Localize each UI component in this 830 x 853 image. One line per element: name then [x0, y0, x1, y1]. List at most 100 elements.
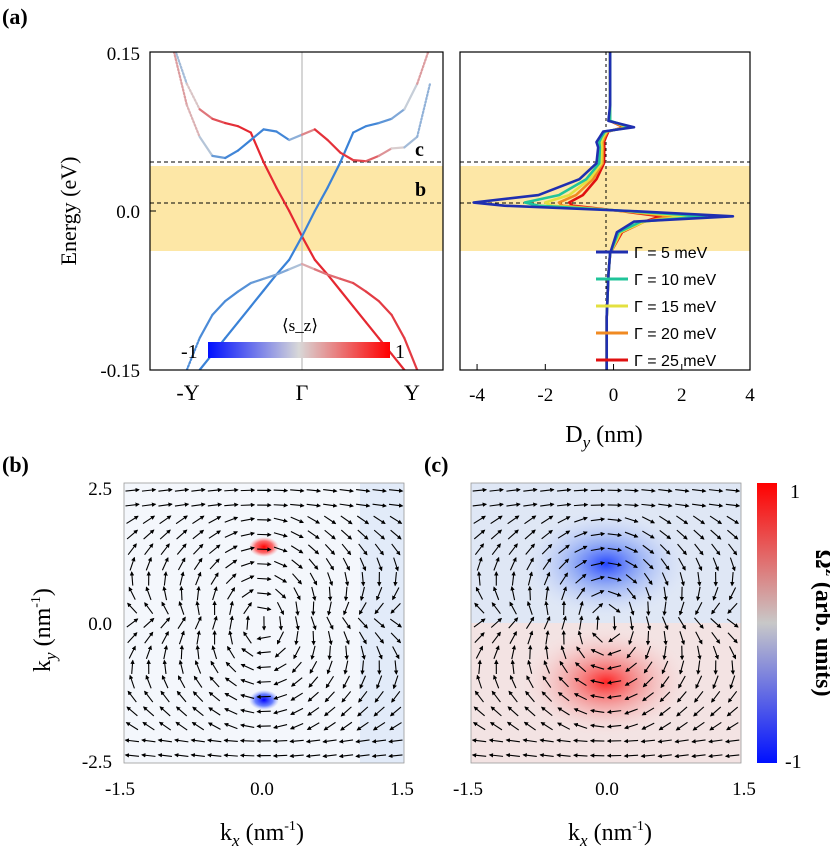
band-segment	[364, 154, 380, 163]
spin-arrow	[240, 560, 255, 567]
spin-texture-arrows	[124, 487, 404, 759]
spin-arrow	[289, 753, 304, 759]
spin-arrow	[493, 556, 500, 571]
spin-arrow	[196, 585, 201, 601]
spin-arrow	[659, 529, 672, 540]
spin-ytick-label-bottom: -2.5	[82, 752, 112, 773]
spin-arrow	[327, 630, 333, 646]
spin-arrow	[523, 502, 538, 507]
band-segment	[236, 281, 252, 293]
spin-arrow	[557, 530, 571, 539]
spin-arrow	[544, 644, 549, 660]
spin-arrow	[488, 738, 504, 743]
spin-arrow	[127, 602, 138, 614]
spin-arrow	[472, 487, 488, 493]
spin-arrow	[726, 706, 739, 717]
spin-arrow	[179, 571, 185, 586]
band-segment	[224, 149, 240, 160]
dipole-xtick-label: -2	[537, 385, 553, 406]
band-ytick-label-zero: 0.0	[116, 202, 140, 223]
panel-label-b: (b)	[2, 452, 29, 477]
spin-arrow	[590, 693, 605, 699]
spin-arrow	[693, 529, 705, 540]
spin-arrow	[591, 632, 603, 643]
band-segment	[416, 52, 430, 85]
spin-arrow	[376, 675, 383, 690]
spin-arrow	[358, 602, 367, 615]
spin-arrow	[161, 674, 169, 689]
spin-arrow	[243, 631, 252, 644]
spin-arrow	[491, 602, 501, 615]
spin-arrow	[125, 502, 140, 507]
spin-arrow	[574, 662, 587, 673]
spin-arrow	[693, 706, 705, 717]
band-segment	[326, 138, 342, 154]
spin-arrow	[290, 503, 305, 508]
spin-arrow	[175, 706, 188, 717]
spin-arrow	[523, 487, 538, 493]
spin-arrow	[389, 706, 402, 717]
spin-arrow	[145, 556, 152, 571]
spin-arrow	[642, 544, 655, 554]
spin-arrow	[508, 543, 518, 556]
spin-arrow	[356, 721, 369, 731]
spin-arrow	[711, 543, 721, 556]
spin-arrow	[575, 573, 587, 584]
spin-arrow	[490, 617, 503, 628]
band-segment	[390, 353, 406, 370]
spin-arrow	[126, 706, 138, 717]
spin-arrow	[125, 722, 139, 731]
spin-arrow	[393, 571, 398, 587]
spin-arrow	[357, 617, 369, 629]
spin-arrow	[624, 488, 639, 493]
spin-arrow	[208, 516, 222, 524]
spin-arrow	[290, 516, 304, 524]
spin-arrow	[127, 690, 137, 703]
spin-arrow	[696, 645, 702, 660]
spin-arrow	[510, 586, 516, 601]
spin-arrow	[489, 487, 504, 493]
spin-arrow	[208, 691, 221, 702]
spin-arrow	[388, 739, 403, 744]
spin-arrow	[358, 690, 368, 703]
spin-arrow	[640, 739, 655, 744]
band-segment	[236, 125, 252, 134]
spin-arrow	[327, 645, 332, 661]
bands-group	[172, 52, 432, 370]
spin-arrow	[491, 690, 501, 703]
band-segment	[364, 321, 380, 340]
spin-arrow	[225, 573, 237, 584]
band-curve-band_3	[172, 52, 432, 163]
spin-arrow	[526, 601, 533, 615]
spin-arrow	[527, 585, 533, 601]
spin-arrow	[579, 615, 584, 630]
spin-arrow	[291, 559, 303, 569]
spin-arrow	[712, 586, 719, 601]
spin-arrow	[559, 660, 568, 674]
spin-arrow	[292, 573, 302, 585]
band-ytick-label-bottom: -0.15	[100, 361, 140, 382]
dipole-xlabel: Dy (nm)	[565, 422, 643, 452]
spin-arrow	[355, 753, 370, 759]
spin-arrow	[257, 547, 272, 552]
spin-arrow	[141, 738, 156, 743]
spin-arrow	[526, 557, 534, 571]
spin-arrow	[157, 753, 172, 758]
spin-arrow	[625, 662, 637, 672]
spin-arrow	[127, 543, 137, 556]
spin-arrow	[540, 706, 553, 717]
spin-arrow	[290, 692, 303, 701]
spin-arrow	[577, 630, 584, 645]
spin-arrow	[273, 724, 288, 730]
spin-arrow	[624, 723, 638, 730]
spin-arrow	[557, 691, 570, 702]
spin-arrow	[360, 660, 365, 675]
spin-arrow	[308, 676, 319, 688]
spin-arrow	[658, 488, 673, 493]
spin-arrow	[161, 630, 169, 644]
spin-arrow	[726, 515, 740, 524]
sz-colorbar	[208, 342, 390, 358]
spin-arrow	[477, 659, 482, 675]
spin-arrow	[692, 721, 705, 731]
